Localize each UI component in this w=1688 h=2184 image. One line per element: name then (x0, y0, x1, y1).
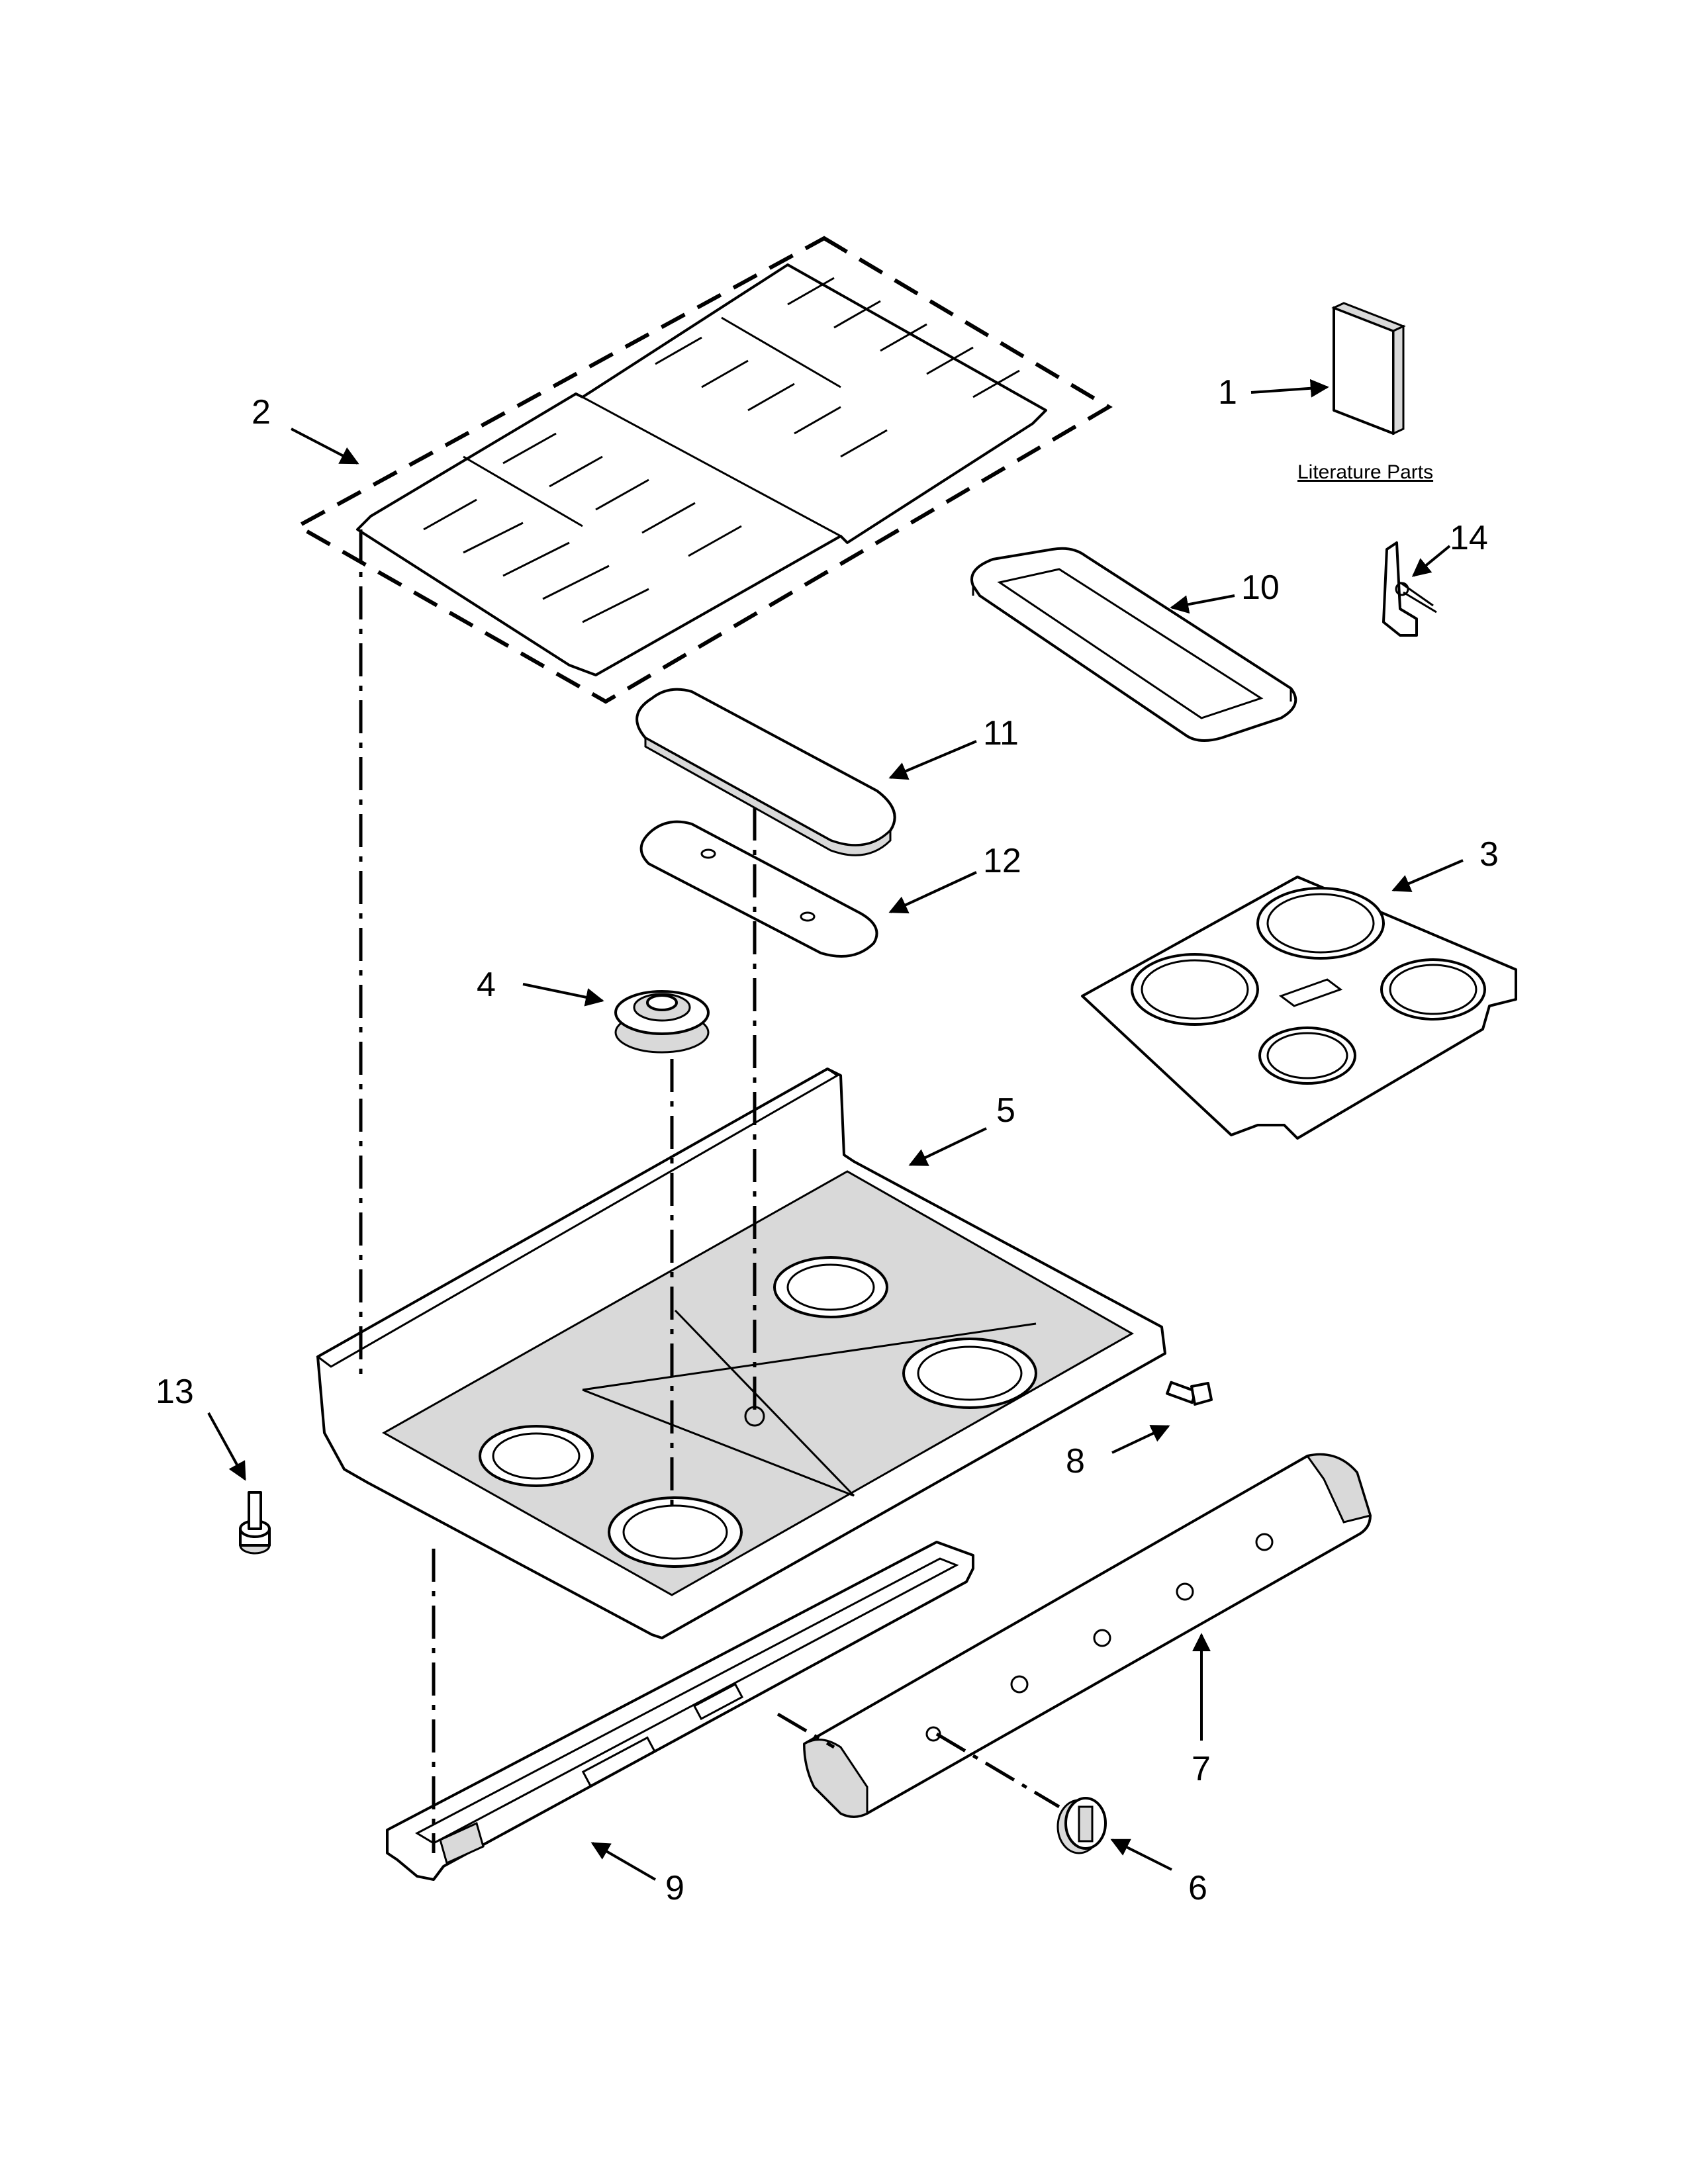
callout-5: 5 (996, 1091, 1015, 1130)
leader-5 (908, 1127, 987, 1166)
callout-12: 12 (983, 842, 1021, 880)
part-4-burner[interactable] (614, 990, 710, 1054)
callout-2: 2 (252, 393, 271, 432)
alignment-line-knob-to-panel (935, 1732, 1060, 1809)
callout-11: 11 (983, 714, 1019, 752)
leader-8 (1111, 1425, 1170, 1454)
leader-6 (1110, 1839, 1172, 1871)
callout-4: 4 (477, 966, 496, 1004)
leader-14 (1411, 545, 1451, 577)
leader-4 (522, 983, 604, 1007)
leader-3 (1391, 859, 1464, 892)
part-9-manifold-bracket[interactable] (386, 1541, 974, 1881)
part-7-manifold-panel[interactable] (803, 1453, 1372, 1818)
callout-1: 1 (1218, 373, 1237, 412)
leader-13 (207, 1412, 246, 1481)
leader-1 (1250, 379, 1329, 398)
leader-10 (1170, 594, 1235, 614)
part-10-griddle[interactable] (970, 547, 1297, 742)
callout-6: 6 (1188, 1869, 1207, 1907)
part-11-burner-cover[interactable] (635, 688, 896, 856)
part-13-connector[interactable] (239, 1491, 271, 1555)
leader-2 (291, 428, 359, 465)
leader-9 (590, 1842, 657, 1881)
part-8-screw[interactable] (1166, 1381, 1213, 1406)
callout-13: 13 (156, 1373, 194, 1411)
callout-3: 3 (1479, 835, 1499, 874)
leader-12 (888, 871, 977, 914)
part-14-bracket[interactable] (1382, 541, 1437, 637)
part-3-cooktop[interactable] (1081, 876, 1517, 1140)
callout-14: 14 (1450, 519, 1488, 557)
part-5-main-top[interactable] (316, 1068, 1166, 1639)
part-2-grates[interactable] (293, 236, 1113, 704)
part-12-gasket[interactable] (639, 820, 878, 958)
callout-9: 9 (665, 1869, 684, 1907)
callout-8: 8 (1066, 1442, 1085, 1480)
literature-parts-label: Literature Parts (1297, 461, 1433, 483)
part-1-literature-booklet[interactable] (1331, 302, 1406, 435)
alignment-line-bracket-to-panel (776, 1712, 835, 1749)
callout-7: 7 (1192, 1750, 1211, 1788)
part-6-knob[interactable] (1056, 1797, 1107, 1854)
callout-10: 10 (1241, 569, 1280, 607)
leader-11 (888, 740, 977, 780)
